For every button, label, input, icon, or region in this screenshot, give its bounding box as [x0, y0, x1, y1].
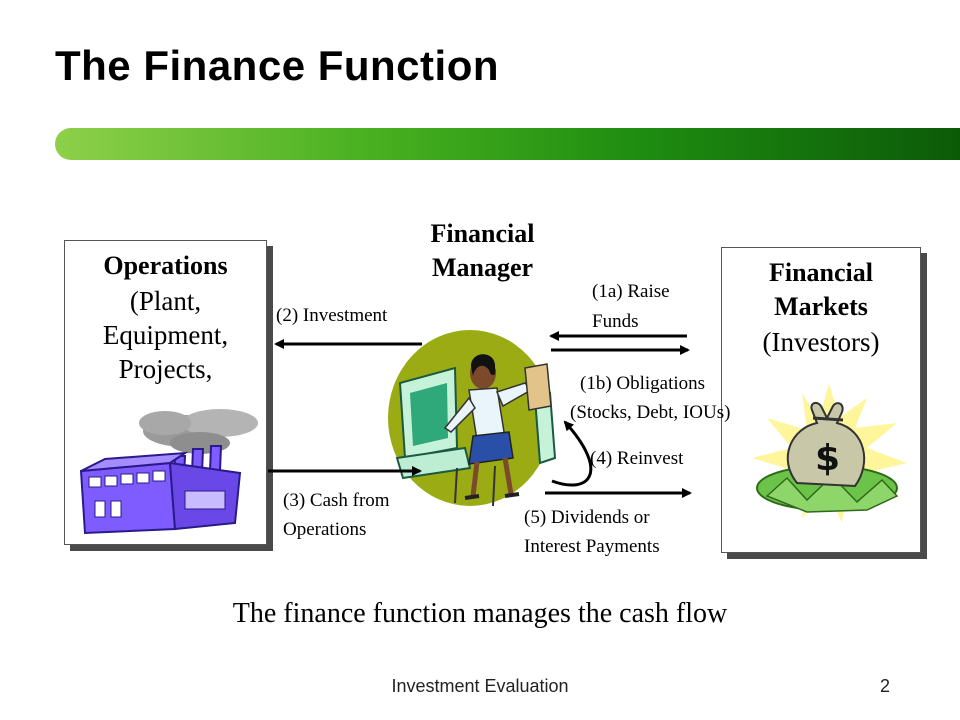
- reinvest-arrow: [551, 420, 593, 487]
- operations-line-1: (Plant,: [129, 286, 202, 316]
- cash-from-operations-label-1: (3) Cash from: [283, 490, 390, 511]
- slide-caption: The finance function manages the cash fl…: [232, 598, 728, 629]
- obligations-label-2: (Stocks, Debt, IOUs): [570, 402, 731, 423]
- title-accent-bar: [55, 128, 960, 160]
- operations-heading: Operations: [103, 251, 228, 280]
- cash-from-operations-label-2: Operations: [283, 519, 367, 540]
- financial-manager-label: Financial Manager: [395, 217, 570, 285]
- financial-markets-box: Financial Markets (Investors) $: [721, 247, 921, 553]
- reinvest-label: (4) Reinvest: [590, 448, 684, 469]
- money-bag-icon: $: [752, 383, 907, 523]
- raise-funds-label-2: Funds: [592, 311, 639, 332]
- footer-text: Investment Evaluation: [391, 676, 569, 696]
- financial-manager-icon: [388, 330, 557, 507]
- operations-line-2: Equipment,: [102, 320, 229, 350]
- markets-heading-line-2: Markets: [774, 292, 868, 321]
- slide-title: The Finance Function: [55, 42, 500, 89]
- page-number: 2: [880, 676, 891, 696]
- markets-heading-line-1: Financial: [768, 258, 873, 287]
- factory-icon: [79, 409, 258, 535]
- manager-line-2: Manager: [431, 253, 534, 282]
- raise-funds-label-1: (1a) Raise: [592, 281, 670, 302]
- investment-label: (2) Investment: [276, 305, 388, 326]
- markets-body: (Investors): [762, 327, 880, 357]
- obligations-label-1: (1b) Obligations: [580, 373, 706, 394]
- svg-text:$: $: [815, 438, 840, 479]
- dividends-label-1: (5) Dividends or: [524, 507, 650, 528]
- manager-line-1: Financial: [430, 219, 535, 248]
- operations-box: Operations (Plant, Equipment, Projects,: [64, 240, 267, 545]
- operations-line-3: Projects,: [118, 354, 213, 384]
- dividends-label-2: Interest Payments: [524, 536, 660, 557]
